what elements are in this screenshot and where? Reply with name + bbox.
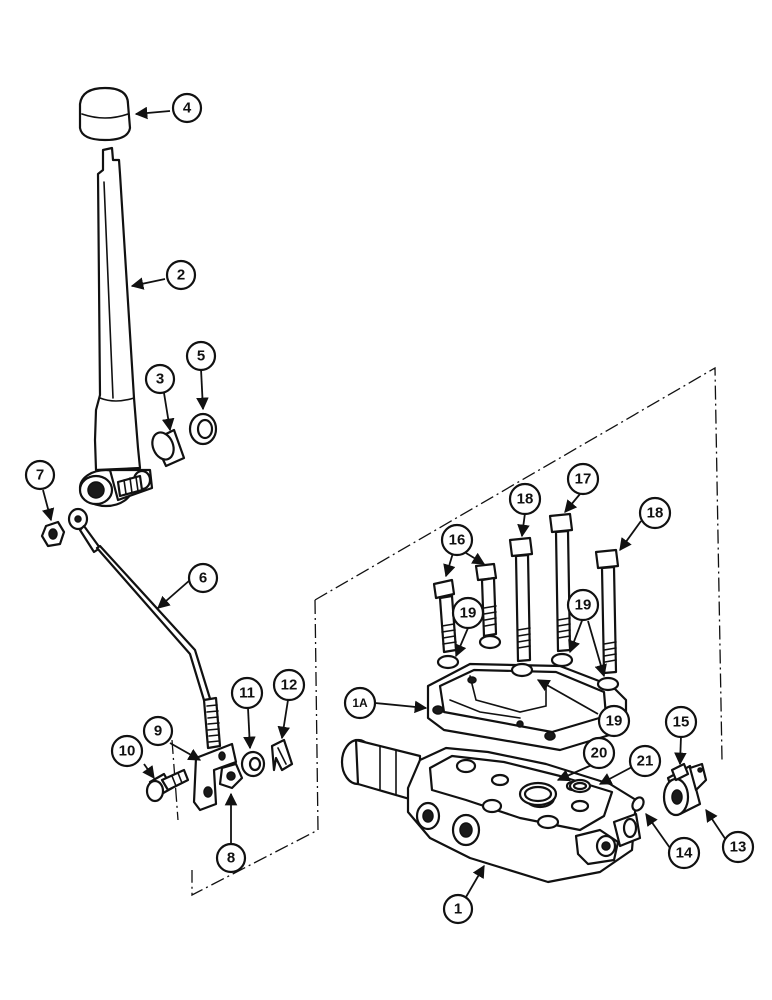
callout-16: 16 <box>440 523 474 557</box>
svg-text:11: 11 <box>239 685 255 702</box>
svg-text:14: 14 <box>676 845 693 862</box>
lever-arm <box>78 146 154 508</box>
set-screw <box>670 762 690 782</box>
svg-text:18: 18 <box>647 505 664 522</box>
svg-text:9: 9 <box>154 723 162 740</box>
callout-20: 20 <box>582 736 616 770</box>
svg-text:13: 13 <box>730 839 747 856</box>
callout-13: 13 <box>721 830 755 864</box>
washer <box>188 412 218 446</box>
callout-8: 8 <box>215 842 247 874</box>
svg-text:15: 15 <box>673 714 690 731</box>
svg-text:17: 17 <box>575 471 592 488</box>
svg-text:2: 2 <box>177 267 185 284</box>
flat-washer <box>240 750 266 778</box>
svg-text:20: 20 <box>591 745 608 762</box>
callout-2: 2 <box>165 259 197 291</box>
svg-text:5: 5 <box>197 348 205 365</box>
leader-lines <box>41 106 729 898</box>
svg-text:18: 18 <box>517 491 534 508</box>
callout-19-right: 19 <box>597 704 631 738</box>
svg-text:3: 3 <box>156 371 164 388</box>
svg-text:19: 19 <box>575 597 592 614</box>
o-ring-large <box>518 781 558 807</box>
cap-screws <box>432 512 620 675</box>
bracket <box>192 742 238 812</box>
svg-text:6: 6 <box>199 570 207 587</box>
svg-text:21: 21 <box>637 753 654 770</box>
callout-11: 11 <box>230 676 264 710</box>
callout-1: 1 <box>442 893 474 925</box>
callout-19-mid: 19 <box>566 588 600 622</box>
callout-9: 9 <box>142 715 174 747</box>
svg-text:12: 12 <box>281 677 298 694</box>
svg-text:16: 16 <box>449 532 466 549</box>
callout-12: 12 <box>272 668 306 702</box>
valve-cover-plate <box>426 662 628 752</box>
svg-text:8: 8 <box>227 850 235 867</box>
callout-1a: 1A <box>343 686 377 720</box>
nut <box>218 762 244 790</box>
o-ring-small <box>568 778 592 794</box>
callout-14: 14 <box>667 836 701 870</box>
callout-21: 21 <box>628 744 662 778</box>
callout-6: 6 <box>187 562 219 594</box>
callout-5: 5 <box>185 340 217 372</box>
bushing <box>151 428 186 468</box>
bolt <box>145 768 190 803</box>
svg-text:7: 7 <box>36 467 44 484</box>
knob <box>78 86 132 142</box>
callout-19-left: 19 <box>451 596 485 630</box>
svg-text:19: 19 <box>460 605 477 622</box>
svg-text:1A: 1A <box>352 696 368 710</box>
assembly-boundary-lines <box>171 366 723 897</box>
callout-18-left: 18 <box>508 482 542 516</box>
callout-15: 15 <box>664 705 698 739</box>
svg-text:4: 4 <box>183 100 192 117</box>
callout-17: 17 <box>566 462 600 496</box>
svg-text:1: 1 <box>454 901 462 918</box>
callout-7: 7 <box>24 459 56 491</box>
svg-text:19: 19 <box>606 713 623 730</box>
callout-10: 10 <box>110 734 144 768</box>
callout-4: 4 <box>171 92 203 124</box>
lock-nut <box>40 520 66 548</box>
spring-clip <box>270 738 294 772</box>
lock-washers <box>436 634 620 692</box>
callout-3: 3 <box>144 363 176 395</box>
control-rod <box>67 507 222 750</box>
small-pin <box>631 796 645 812</box>
svg-text:10: 10 <box>119 743 136 760</box>
callout-18-right: 18 <box>638 496 672 530</box>
